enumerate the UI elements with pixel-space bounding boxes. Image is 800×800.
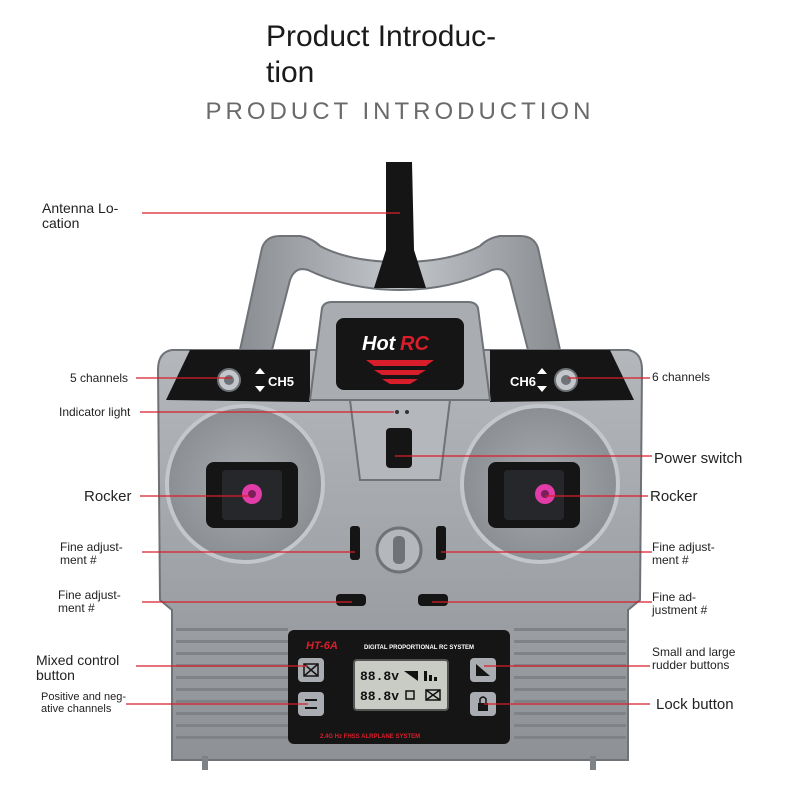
panel-heading: DIGITAL PROPORTIONAL RC SYSTEM bbox=[364, 645, 474, 651]
label-fine-adjust-left-2: Fine adjust- ment # bbox=[58, 588, 121, 616]
label-fine-adjust-left-1: Fine adjust- ment # bbox=[60, 540, 123, 568]
label-indicator-light: Indicator light bbox=[59, 405, 131, 419]
label-rocker-left: Rocker bbox=[84, 488, 132, 505]
label-fine-adjust-right-2: Fine ad- justment # bbox=[652, 590, 708, 618]
model-label: HT-6A bbox=[306, 640, 338, 652]
label-fine-adjust-right-1: Fine adjust- ment # bbox=[652, 540, 715, 568]
trim-left-horizontal bbox=[336, 594, 366, 606]
label-rocker-right: Rocker bbox=[650, 488, 698, 505]
brand-hot: Hot bbox=[362, 333, 397, 355]
label-6-channels: 6 channels bbox=[652, 370, 711, 384]
lcd-line-2: 88.8v bbox=[360, 689, 399, 704]
handle bbox=[238, 235, 562, 351]
antenna bbox=[374, 162, 426, 288]
label-rudder-buttons: Small and large rudder buttons bbox=[652, 645, 736, 673]
trim-right-horizontal bbox=[418, 594, 448, 606]
label-positive-negative: Positive and neg- ative channels bbox=[41, 691, 126, 716]
trim-left-vertical bbox=[350, 526, 360, 560]
ch6-label: CH6 bbox=[510, 374, 536, 389]
brand-badge bbox=[336, 318, 464, 390]
page-title-line-1: Product Introduc- bbox=[266, 20, 497, 53]
label-antenna: Antenna Lo- cation bbox=[42, 200, 119, 232]
callout-lines bbox=[126, 212, 652, 705]
label-mixed-control: Mixed control button bbox=[36, 652, 120, 684]
ch5-label: CH5 bbox=[268, 374, 294, 389]
positive-negative-button bbox=[298, 692, 324, 716]
page-subtitle: PRODUCT INTRODUCTION bbox=[205, 98, 595, 125]
label-power-switch: Power switch bbox=[654, 450, 743, 467]
label-lock-button: Lock button bbox=[656, 696, 734, 713]
power-switch bbox=[386, 428, 412, 468]
brand-rc: RC bbox=[400, 333, 429, 355]
trim-right-vertical bbox=[436, 526, 446, 560]
page-title-line-2: tion bbox=[266, 56, 315, 89]
lcd-line-1: 88.8v bbox=[360, 669, 399, 684]
label-5-channels: 5 channels bbox=[70, 371, 129, 385]
indicator-light bbox=[395, 410, 399, 414]
panel-footer: 2.4G Hz FHSS ALRPLANE SYSTEM bbox=[320, 734, 420, 740]
